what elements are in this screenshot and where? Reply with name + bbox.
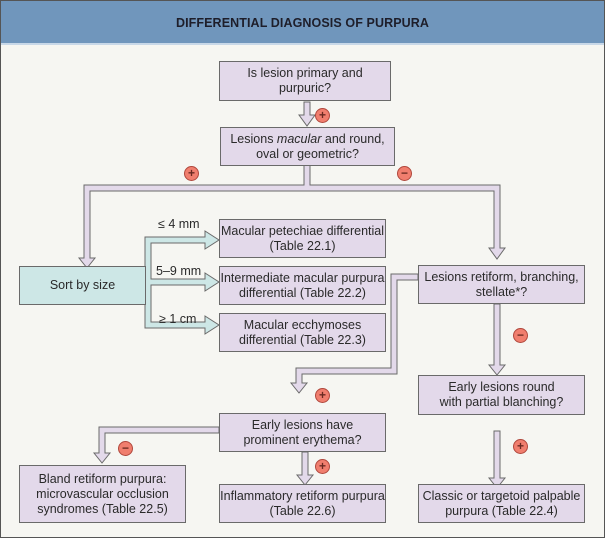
size-label-large: ≥ 1 cm xyxy=(159,312,197,326)
header-bar: DIFFERENTIAL DIAGNOSIS OF PURPURA xyxy=(1,1,604,45)
node-petechiae: Macular petechiae differential (Table 22… xyxy=(219,219,386,258)
text-part: Lesions xyxy=(230,131,277,146)
minus-badge-erythema-no: − xyxy=(118,441,133,456)
plus-badge-macular-yes: + xyxy=(184,166,199,181)
plus-badge-primary: + xyxy=(315,108,330,123)
node-text: Inflammatory retiform purpura (Table 22.… xyxy=(220,488,385,518)
node-text: Lesions macular and round, oval or geome… xyxy=(230,132,384,162)
diagram-title: DIFFERENTIAL DIAGNOSIS OF PURPURA xyxy=(175,16,430,30)
node-retiform: Lesions retiform, branching, stellate*? xyxy=(418,265,585,304)
node-inflammatory: Inflammatory retiform purpura (Table 22.… xyxy=(219,484,386,523)
node-text: Lesions retiform, branching, stellate*? xyxy=(424,269,579,299)
node-sort-by-size: Sort by size xyxy=(19,266,146,305)
node-erythema: Early lesions have prominent erythema? xyxy=(219,413,386,452)
arrow-retiform-to-round xyxy=(487,303,507,376)
node-text: Macular ecchymoses differential (Table 2… xyxy=(239,317,366,347)
arrow-round-to-classic xyxy=(487,430,507,489)
text-emphasis: macular xyxy=(276,131,322,146)
connector-retiform-to-erythema xyxy=(289,273,419,394)
plus-badge-erythema-yes: + xyxy=(315,459,330,474)
node-text: Sort by size xyxy=(49,278,116,292)
plus-badge-retiform-yes: + xyxy=(315,388,330,403)
node-text: Intermediate macular purpura differentia… xyxy=(220,270,385,300)
node-text: Is lesion primary and purpuric? xyxy=(247,66,363,95)
node-text: Classic or targetoid palpable purpura (T… xyxy=(422,488,581,518)
connector-erythema-to-bland xyxy=(92,426,220,464)
size-branch-connector xyxy=(144,230,220,335)
text-part: and round, oval or geometric? xyxy=(256,131,385,161)
node-text: Macular petechiae differential (Table 22… xyxy=(220,223,385,253)
node-bland: Bland retiform purpura: microvascular oc… xyxy=(19,465,186,523)
connector-macular-split xyxy=(77,164,506,269)
node-primary-purpuric: Is lesion primary and purpuric? xyxy=(219,61,391,101)
minus-badge-macular-no: − xyxy=(397,166,412,181)
node-early-round: Early lesions round with partial blanchi… xyxy=(418,375,585,415)
minus-badge-retiform-no: − xyxy=(513,328,528,343)
node-text: Early lesions have prominent erythema? xyxy=(243,417,362,447)
size-label-medium: 5–9 mm xyxy=(156,264,202,278)
node-text: Bland retiform purpura: microvascular oc… xyxy=(36,471,169,516)
node-text: Early lesions round with partial blanchi… xyxy=(439,380,564,409)
node-intermediate: Intermediate macular purpura differentia… xyxy=(219,266,386,305)
arrow-primary-to-macular xyxy=(298,101,316,127)
node-classic: Classic or targetoid palpable purpura (T… xyxy=(418,484,585,523)
node-macular-round: Lesions macular and round, oval or geome… xyxy=(220,127,395,166)
size-label-small: ≤ 4 mm xyxy=(158,217,200,231)
node-ecchymoses: Macular ecchymoses differential (Table 2… xyxy=(219,313,386,352)
plus-badge-round-yes: + xyxy=(513,439,528,454)
arrow-erythema-to-inflammatory xyxy=(295,451,315,486)
